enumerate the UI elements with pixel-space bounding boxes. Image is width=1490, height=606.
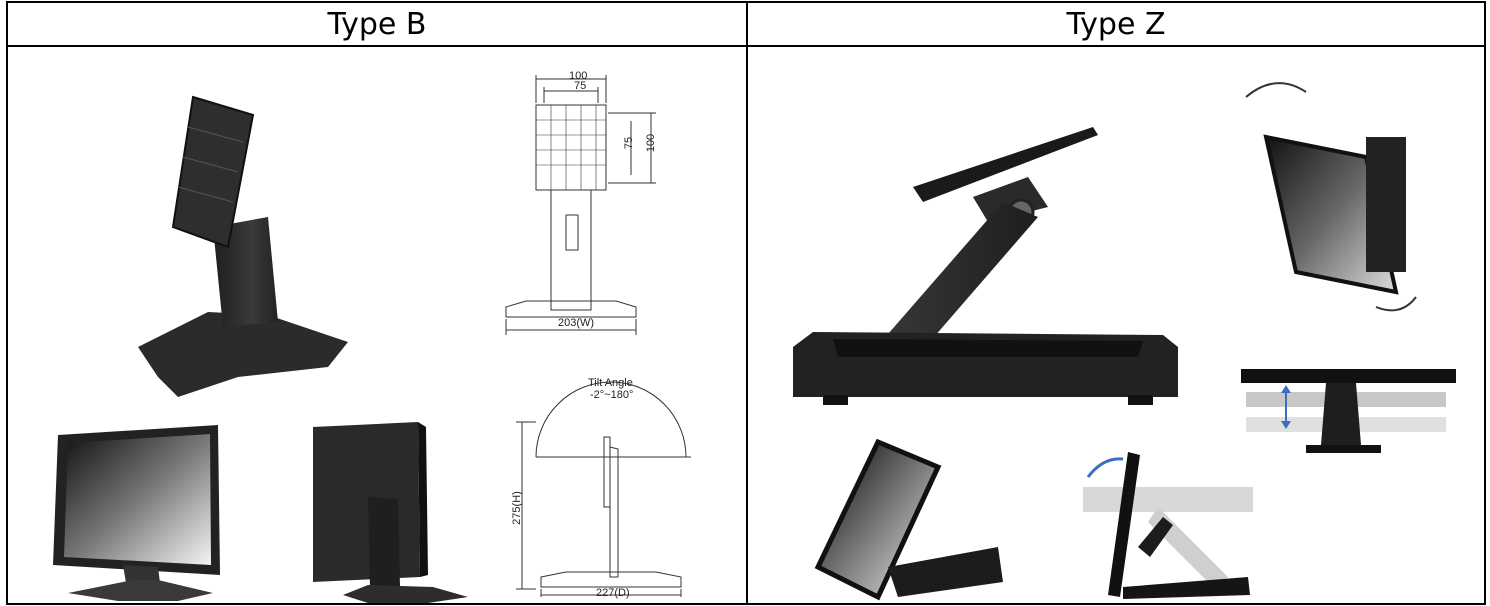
column-header-type-b: Type B <box>6 1 748 47</box>
stand-comparison-table: Type B Type Z <box>6 1 1486 605</box>
type-b-monitor-front-photo <box>38 415 238 603</box>
type-b-front-dimension-drawing <box>496 65 666 335</box>
dimension-height-inner: 75 <box>623 136 636 150</box>
type-z-stand-photo <box>773 77 1203 417</box>
type-z-monitor-tilted-photo <box>808 437 1008 602</box>
dimension-width-inner: 75 <box>574 80 587 92</box>
column-header-type-z: Type Z <box>746 1 1486 47</box>
type-b-stand-photo <box>118 77 358 397</box>
type-b-monitor-rear-photo <box>308 417 478 603</box>
tilt-angle-title: Tilt Angle <box>588 377 633 389</box>
tilt-angle-range: -2°~180° <box>590 389 634 401</box>
type-z-cell <box>746 45 1486 605</box>
dimension-width-outer: 100 <box>569 70 588 82</box>
dimension-depth: 227(D) <box>596 587 630 599</box>
dimension-height-outer: 100 <box>645 133 658 153</box>
dimension-height: 275(H) <box>510 491 523 525</box>
dimension-base-width: 203(W) <box>558 317 595 329</box>
type-b-cell: 100 75 75 100 203(W) <box>6 45 748 605</box>
type-z-side-profile-photo <box>1078 447 1258 602</box>
type-z-height-adjust-photo <box>1236 367 1466 457</box>
type-b-side-dimension-drawing <box>506 377 706 597</box>
type-z-tilt-photo <box>1236 67 1436 322</box>
